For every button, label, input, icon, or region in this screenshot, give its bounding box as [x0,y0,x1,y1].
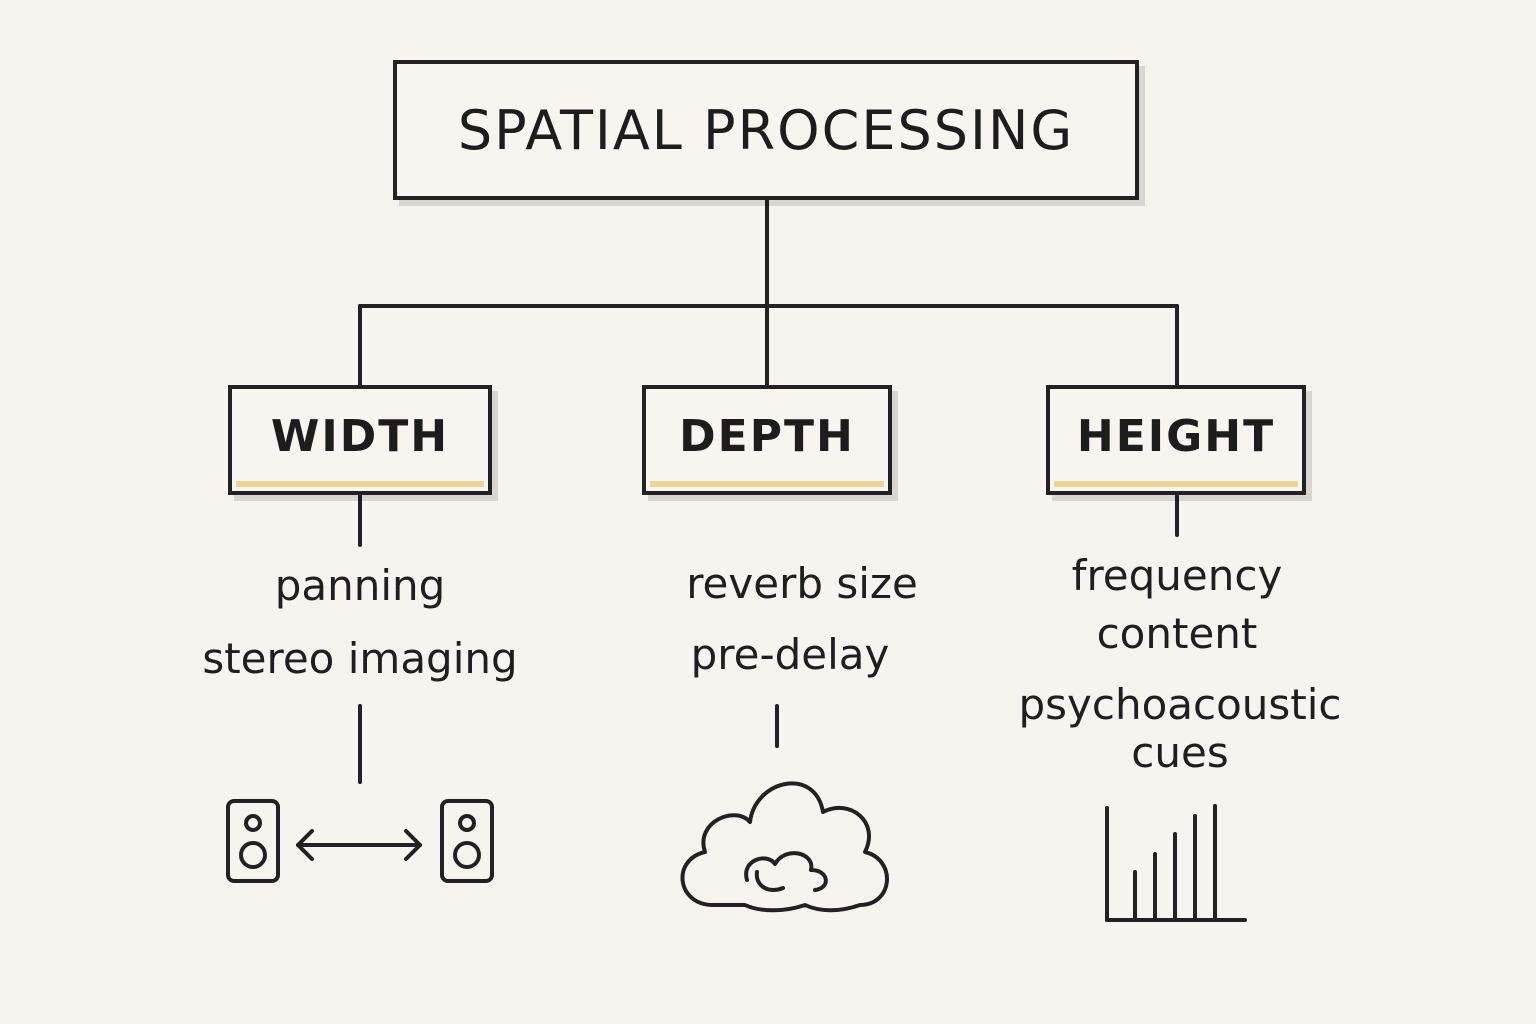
width-item-stereo-imaging: stereo imaging [202,634,518,683]
root-node: SPATIAL PROCESSING [393,60,1139,200]
depth-item-pre-delay: pre-delay [690,630,890,679]
height-item-psychoacoustic: psychoacoustic [1018,680,1342,729]
width-label: WIDTH [270,410,450,462]
bar-graph-icon [1105,804,1247,922]
cloud-icon [680,781,889,913]
height-node: HEIGHT [1046,385,1306,495]
speakers-pan-icon [226,799,494,883]
left-speaker-icon [226,799,280,883]
depth-label: DEPTH [679,410,855,462]
height-item-frequency: frequency [1071,551,1283,600]
depth-item-reverb-size: reverb size [686,559,918,608]
width-node: WIDTH [228,385,492,495]
right-speaker-icon [440,799,494,883]
height-item-content: content [1096,609,1258,658]
width-item-panning: panning [274,561,446,610]
root-label: SPATIAL PROCESSING [457,98,1075,162]
depth-node: DEPTH [642,385,892,495]
height-label: HEIGHT [1076,410,1276,462]
height-item-cues: cues [1131,728,1229,777]
